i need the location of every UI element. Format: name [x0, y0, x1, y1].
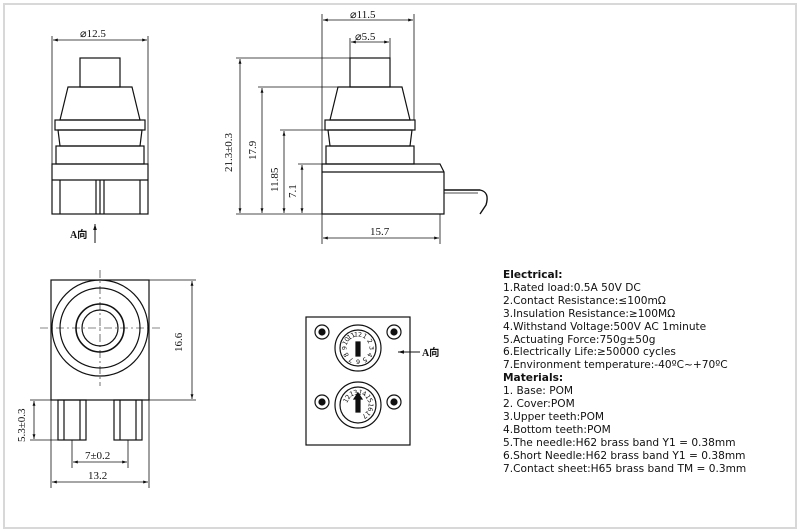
material-item: 7.Contact sheet:H65 brass band TM = 0.3m…	[503, 462, 747, 475]
materials-title: Materials:	[503, 372, 564, 385]
dial-number: 6	[356, 358, 360, 366]
electrical-item: 1.Rated load:0.5A 50V DC	[503, 281, 641, 294]
electrical-item: 7.Environment temperature:-40ºC~+70ºC	[503, 359, 728, 372]
dial-number: 10	[341, 336, 352, 347]
electrical-item: 2.Contact Resistance:≤100mΩ	[503, 294, 666, 307]
material-item: 3.Upper teeth:POM	[503, 410, 605, 423]
dial-number: 16	[366, 402, 375, 412]
view-label-a-front: A向	[70, 228, 87, 241]
dial-number: 5	[361, 355, 369, 364]
page-border	[3, 3, 797, 529]
dim-pin-pitch-label: 7±0.2	[85, 450, 110, 462]
front-view	[51, 57, 149, 215]
side-view	[321, 57, 488, 215]
electrical-item: 5.Actuating Force:750g±50g	[503, 333, 656, 346]
dim-height-base-label: 7.1	[287, 184, 299, 198]
electrical-item: 3.Insulation Resistance:≥100MΩ	[503, 307, 676, 320]
dial-number: 7	[347, 355, 355, 364]
dim-side-widths	[321, 14, 415, 164]
dim-bottom-height-label: 16.6	[173, 332, 185, 352]
dial-number: 4	[365, 351, 374, 359]
dim-pin-height-label: 5.3±0.3	[16, 408, 28, 442]
dim-front-width-label: ⌀12.5	[80, 28, 106, 40]
dim-height-mid-label: 17.9	[247, 140, 259, 160]
dial-number: 8	[342, 351, 351, 359]
spec-panel: Electrical: 1.Rated load:0.5A 50V DC 2.C…	[503, 269, 793, 476]
dial-number: 2	[365, 337, 374, 345]
dim-heights	[236, 57, 350, 215]
electrical-title: Electrical:	[503, 269, 563, 281]
dim-side-inner-label: ⌀5.5	[355, 31, 376, 43]
dial-number: 1	[361, 332, 369, 341]
dial-number: 17	[360, 409, 371, 420]
dim-side-base	[321, 214, 441, 244]
dial-view	[305, 316, 411, 446]
dial-number: 12	[342, 393, 353, 404]
dial-number: 14	[357, 388, 368, 398]
dial-number: 12	[354, 331, 362, 339]
view-label-a-dial: A向	[422, 346, 439, 359]
electrical-item: 6.Electrically Life:≥50000 cycles	[503, 346, 676, 359]
material-item: 1. Base: POM	[503, 385, 574, 398]
dial-number: 3	[368, 346, 376, 350]
material-item: 6.Short Needle:H62 brass band Y1 = 0.38m…	[503, 449, 746, 462]
material-item: 5.The needle:H62 brass band Y1 = 0.38mm	[503, 436, 736, 449]
dial-number: 15	[363, 393, 374, 404]
dim-height-body-label: 11.85	[269, 167, 281, 192]
dim-bottom	[30, 279, 196, 488]
dial-number: 13	[349, 388, 360, 398]
material-item: 4.Bottom teeth:POM	[503, 423, 611, 436]
dim-front-width	[51, 36, 149, 164]
dim-side-base-label: 15.7	[370, 226, 390, 238]
material-item: 2. Cover:POM	[503, 398, 575, 411]
electrical-item: 4.Withstand Voltage:500V AC 1minute	[503, 320, 707, 333]
dial-number: 9	[341, 346, 349, 350]
dim-side-outer-label: ⌀11.5	[350, 9, 376, 21]
dim-height-total-label: 21.3±0.3	[223, 132, 235, 172]
dial-number: 11	[346, 331, 357, 342]
bottom-view	[40, 270, 160, 441]
dim-bottom-width-label: 13.2	[88, 470, 107, 482]
